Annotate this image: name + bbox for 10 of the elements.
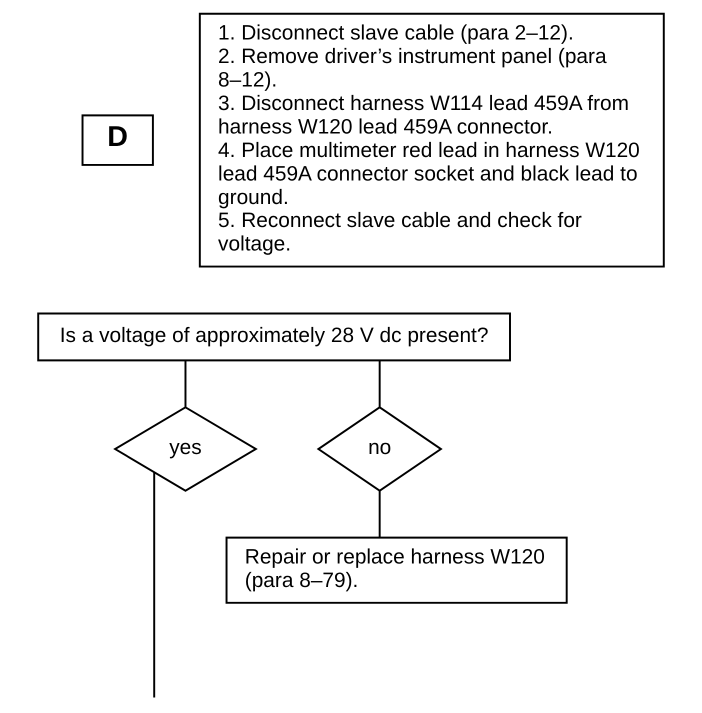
node-box: 1. Disconnect slave cable (para 2–12). 2. Remove driver’s instrument panel (para 8–12). 3. Disconnect harness W114 lead 459A from harness W120 lead 459A connector. 4. Place multimeter red lead in harness W120 lead 459A connector socket and black lead to ground. 5. Reconnect slave cable and check for voltage. bbox=[198, 12, 665, 268]
node-box: D bbox=[82, 114, 154, 166]
connector bbox=[153, 472, 156, 698]
connector bbox=[378, 360, 381, 408]
node-diamond: yes bbox=[113, 406, 258, 492]
node-box: Is a voltage of approximately 28 V dc present? bbox=[37, 312, 511, 362]
node-diamond: no bbox=[316, 406, 443, 492]
connector bbox=[378, 490, 381, 538]
connector bbox=[184, 360, 186, 408]
node-box: Repair or replace harness W120 (para 8–79). bbox=[226, 536, 568, 604]
